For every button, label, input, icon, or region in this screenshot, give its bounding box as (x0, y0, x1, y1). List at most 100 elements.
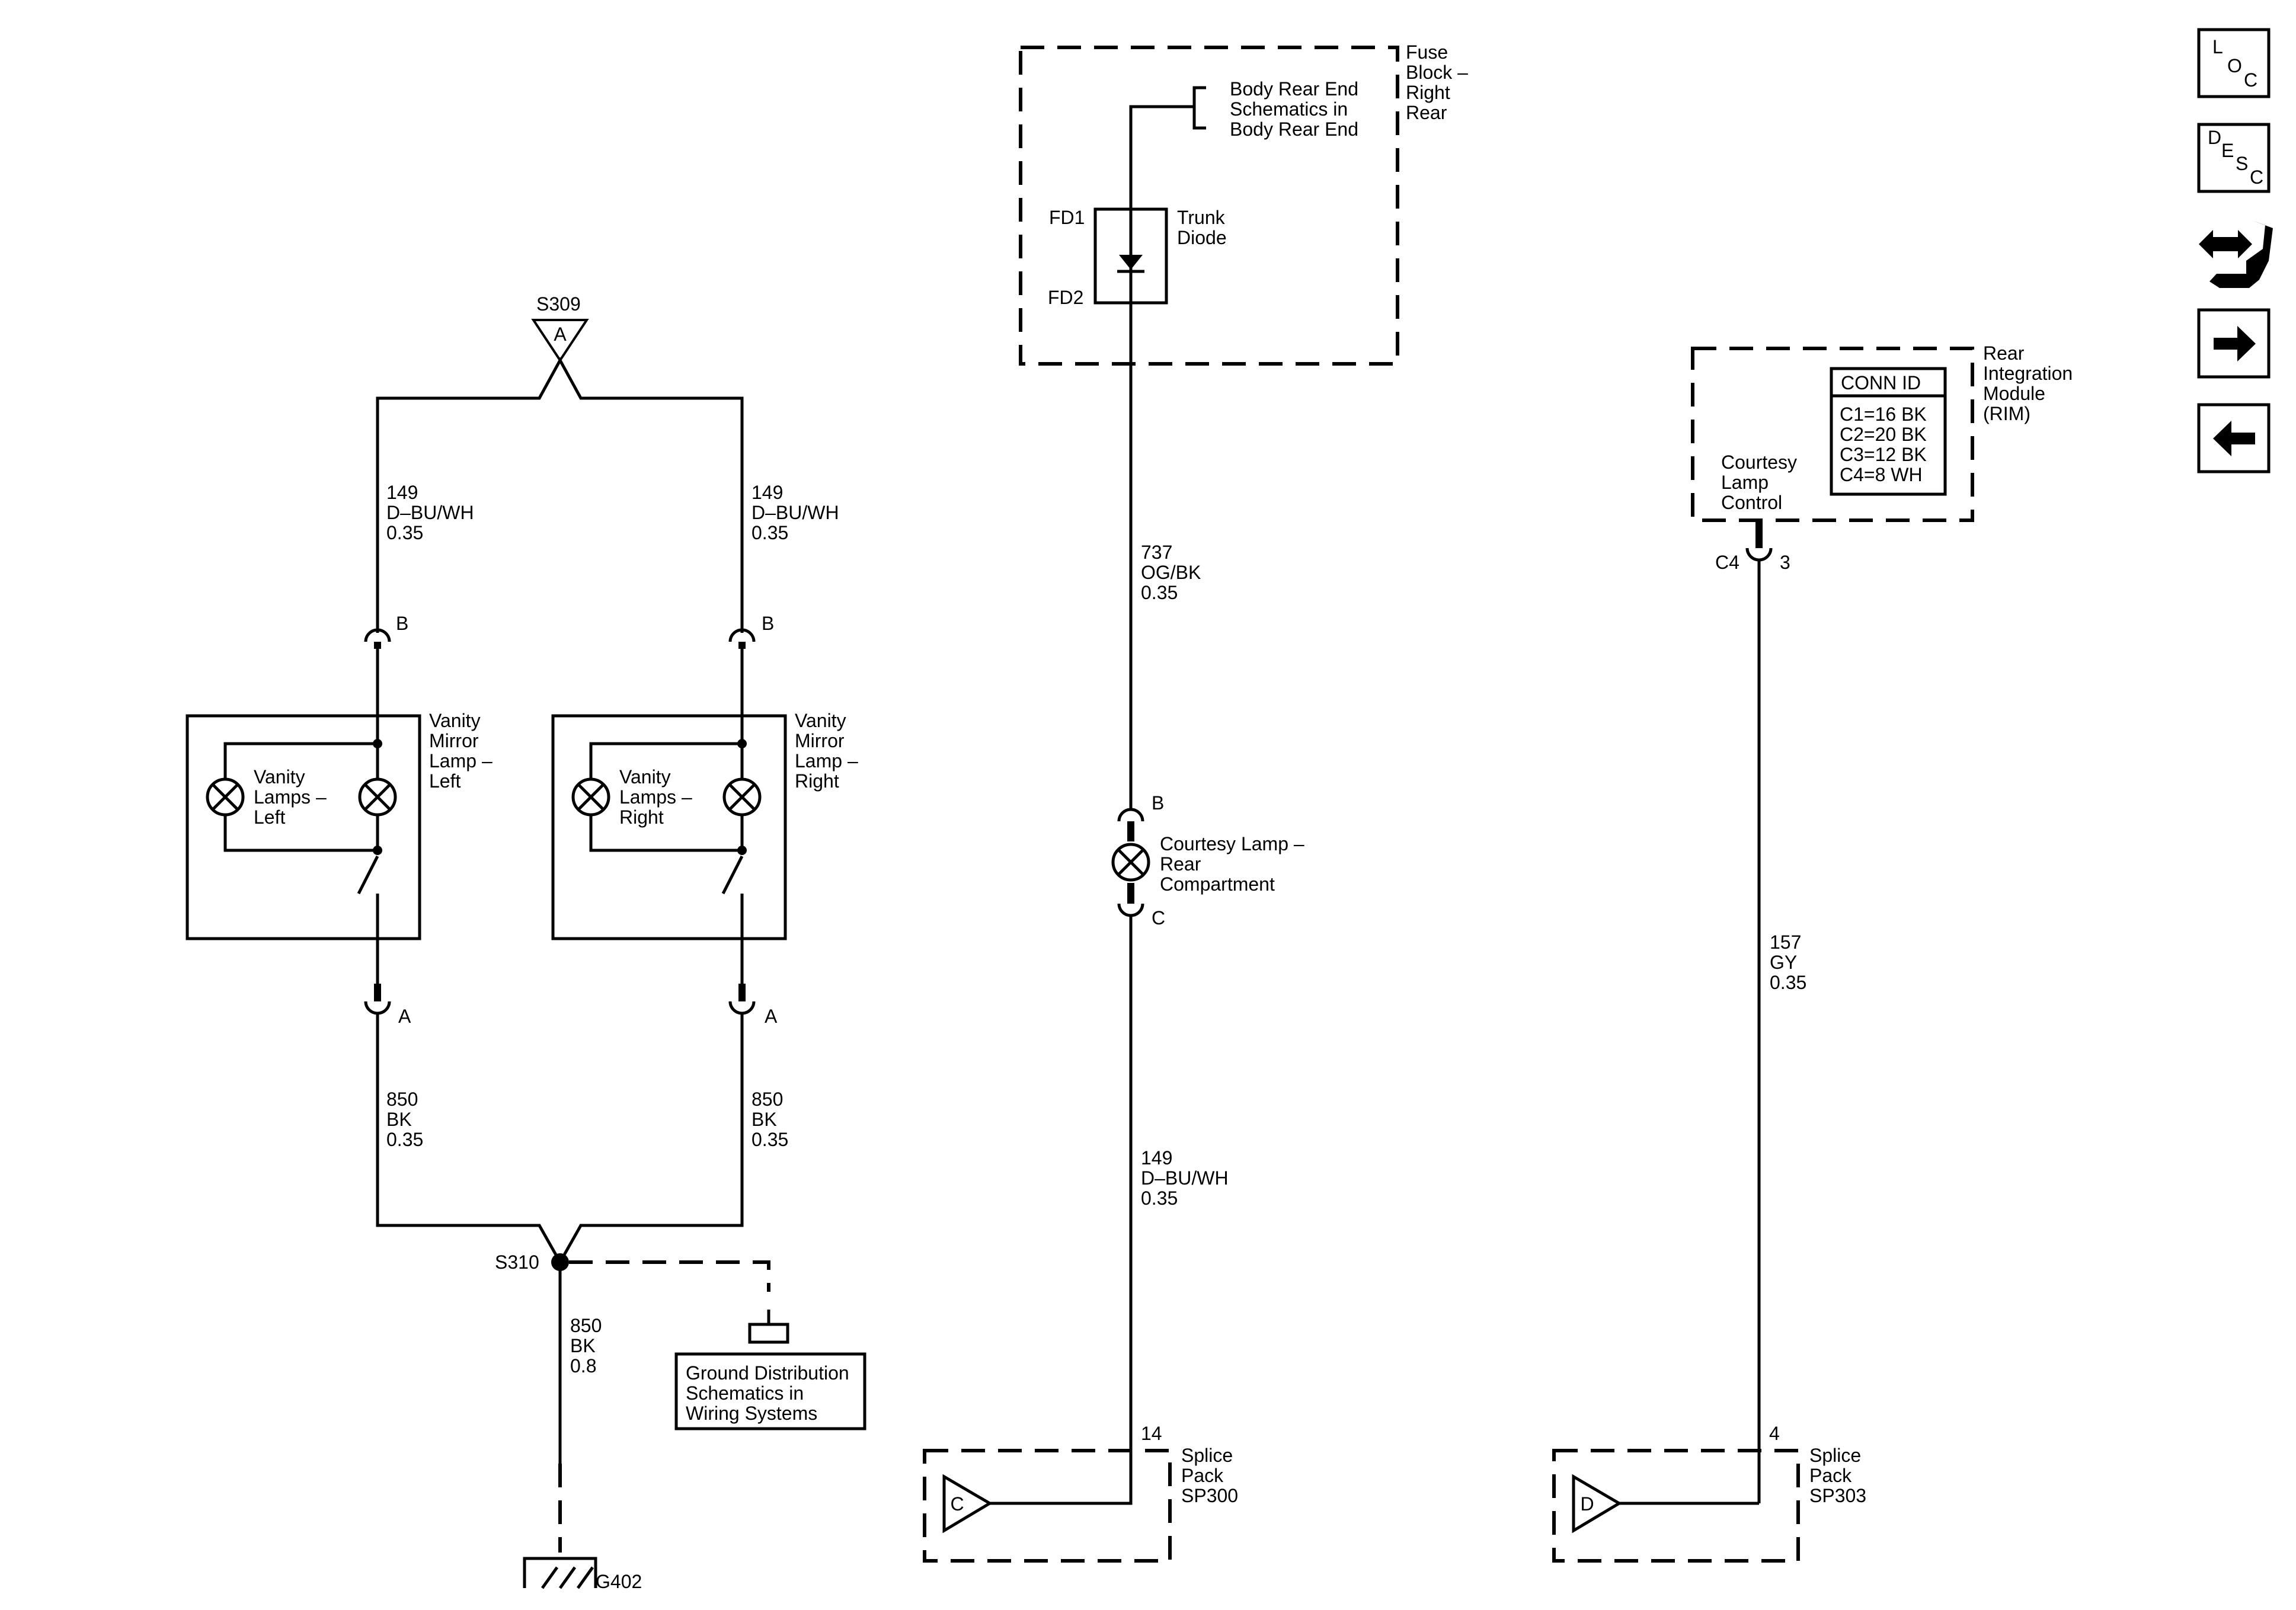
fuse-block-right-rear: Fuse Block – Right Rear (1019, 41, 1468, 366)
prev-page-button[interactable] (2197, 403, 2271, 473)
svg-text:Vanity: Vanity (429, 710, 481, 731)
svg-text:157: 157 (1770, 932, 1801, 953)
svg-text:Lamps –: Lamps – (254, 786, 327, 808)
svg-text:Rear: Rear (1983, 343, 2025, 364)
lamp-icon (358, 777, 397, 817)
svg-text:Courtesy Lamp –: Courtesy Lamp – (1160, 833, 1304, 854)
s310-branch-wires (376, 1014, 744, 1266)
svg-text:Schematics in: Schematics in (1230, 98, 1348, 120)
left-wire-149-label: 149 D–BU/WH 0.35 (386, 482, 474, 543)
svg-text:BK: BK (570, 1335, 596, 1356)
right-wire-850-label: 850 BK 0.35 (752, 1089, 788, 1150)
svg-text:0.35: 0.35 (752, 1129, 788, 1150)
svg-text:149: 149 (752, 482, 783, 503)
svg-text:C1=16 BK: C1=16 BK (1840, 404, 1927, 425)
svg-text:Diode: Diode (1177, 227, 1227, 248)
svg-text:C2=20 BK: C2=20 BK (1840, 424, 1927, 445)
trunk-diode: FD1 FD2 Trunk Diode (1048, 207, 1227, 308)
svg-text:C: C (2250, 167, 2263, 188)
right-lamp-connector-a: A (728, 939, 778, 1027)
center-wire-149-label: 149 D–BU/WH 0.35 (1141, 1147, 1229, 1209)
switch-icon (721, 855, 744, 895)
svg-text:737: 737 (1141, 542, 1172, 563)
rear-integration-module: Rear Integration Module (RIM) CONN ID C1… (1691, 343, 2073, 522)
svg-text:CONN ID: CONN ID (1841, 372, 1921, 393)
svg-text:Vanity: Vanity (795, 710, 846, 731)
loc-button[interactable]: L O C (2197, 28, 2271, 98)
svg-text:B: B (396, 613, 408, 634)
svg-text:0.8: 0.8 (570, 1355, 596, 1377)
left-lamp-connector-a: A (364, 939, 411, 1027)
svg-text:C: C (950, 1493, 964, 1515)
svg-text:GY: GY (1770, 952, 1797, 973)
svg-text:L: L (2212, 36, 2223, 57)
svg-text:Right: Right (795, 770, 839, 792)
rim-connector-c4: C4 3 (1715, 521, 1790, 573)
svg-text:850: 850 (570, 1315, 602, 1336)
ground-wire-850-label: 850 BK 0.8 (570, 1315, 602, 1377)
next-page-button[interactable] (2197, 308, 2271, 379)
svg-text:Integration: Integration (1983, 363, 2073, 384)
arrow-right-icon (2214, 326, 2256, 361)
svg-text:D–BU/WH: D–BU/WH (752, 502, 839, 523)
svg-text:Compartment: Compartment (1160, 873, 1275, 895)
svg-text:Body Rear End: Body Rear End (1230, 78, 1358, 100)
svg-text:E: E (2221, 140, 2234, 161)
svg-text:FD2: FD2 (1048, 287, 1083, 308)
svg-text:Right: Right (1406, 82, 1450, 103)
svg-text:Ground Distribution: Ground Distribution (686, 1362, 849, 1384)
s309-branch-wires (376, 357, 744, 571)
svg-text:0.35: 0.35 (386, 1129, 423, 1150)
svg-text:Splice: Splice (1181, 1445, 1233, 1466)
svg-text:S: S (2236, 153, 2248, 174)
svg-text:Pack: Pack (1181, 1465, 1224, 1486)
ground-ref-bracket (748, 1310, 789, 1344)
right-wire-149-label: 149 D–BU/WH 0.35 (752, 482, 839, 543)
svg-text:Left: Left (429, 770, 461, 792)
svg-text:S310: S310 (495, 1251, 539, 1273)
ground-distribution-ref: Ground Distribution Schematics in Wiring… (674, 1352, 866, 1430)
lamp-icon (206, 777, 245, 817)
connector-wrench-icon[interactable] (2199, 220, 2273, 288)
svg-text:Block –: Block – (1406, 62, 1468, 83)
svg-text:0.35: 0.35 (1141, 582, 1178, 603)
splice-pack-sp303: D 4 Splice Pack SP303 (1552, 1423, 1866, 1563)
svg-text:G402: G402 (596, 1571, 642, 1592)
svg-text:O: O (2227, 55, 2242, 76)
svg-text:Vanity: Vanity (619, 766, 671, 788)
svg-text:C4: C4 (1715, 552, 1739, 573)
lamp-icon (1111, 843, 1150, 882)
svg-text:Body Rear End: Body Rear End (1230, 119, 1358, 140)
rim-wire-157-label: 157 GY 0.35 (1770, 932, 1806, 993)
svg-text:Rear: Rear (1160, 853, 1201, 875)
lamp-icon (722, 777, 762, 817)
s309-splice: S309 A (531, 293, 589, 363)
svg-text:0.35: 0.35 (752, 522, 788, 543)
svg-text:0.35: 0.35 (1141, 1188, 1178, 1209)
lamp-icon (571, 777, 610, 817)
svg-text:C: C (1152, 907, 1165, 929)
ground-g402-icon: G402 (523, 1557, 642, 1592)
splice-pack-sp300: C 14 Splice Pack SP300 (923, 1423, 1238, 1563)
ground-ref-dashed (569, 1260, 770, 1292)
svg-text:A: A (765, 1006, 778, 1027)
desc-button[interactable]: D E S C (2197, 123, 2271, 193)
svg-text:0.35: 0.35 (1770, 972, 1806, 993)
svg-text:C: C (2244, 69, 2257, 91)
svg-text:BK: BK (752, 1109, 777, 1130)
svg-text:D–BU/WH: D–BU/WH (1141, 1167, 1229, 1189)
arrow-left-icon (2213, 421, 2255, 456)
svg-text:SP300: SP300 (1181, 1485, 1238, 1506)
center-wire-737-label: 737 OG/BK 0.35 (1141, 542, 1201, 603)
svg-text:4: 4 (1769, 1423, 1780, 1444)
svg-text:Right: Right (619, 806, 664, 828)
svg-text:Fuse: Fuse (1406, 41, 1448, 63)
svg-text:Lamp: Lamp (1721, 472, 1769, 493)
svg-text:Courtesy: Courtesy (1721, 452, 1797, 473)
svg-text:(RIM): (RIM) (1983, 403, 2030, 424)
switch-icon (357, 855, 379, 895)
svg-text:D: D (1580, 1493, 1594, 1515)
body-rear-end-ref: Body Rear End Schematics in Body Rear En… (1129, 78, 1358, 209)
svg-text:B: B (1152, 792, 1164, 814)
